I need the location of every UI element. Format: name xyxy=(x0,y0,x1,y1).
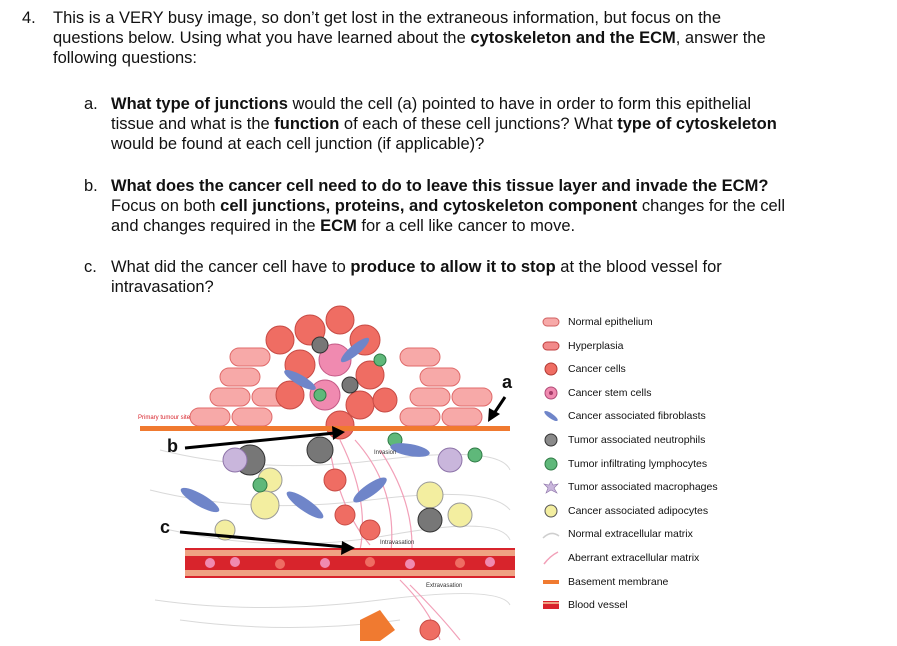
legend-item: Cancer associated adipocytes xyxy=(542,501,892,521)
lower-cells xyxy=(360,610,441,641)
label-c: c xyxy=(160,517,171,537)
macrophage-icon xyxy=(542,479,560,495)
legend-item: Basement membrane xyxy=(542,572,892,592)
question-line-1: This is a VERY busy image, so don’t get … xyxy=(53,9,722,27)
extravasation-label: Extravasation xyxy=(426,583,463,589)
tumor-microenvironment-figure: Primary tumour site Invasion Intravasati… xyxy=(138,300,520,641)
question-text: This is a VERY busy image, so don’t get … xyxy=(53,8,873,68)
legend-label: Hyperplasia xyxy=(568,339,624,352)
legend-label: Cancer associated fibroblasts xyxy=(568,410,706,423)
part-a-label: a. xyxy=(84,95,98,113)
tumour-mass xyxy=(265,305,398,440)
legend-item: Tumor associated macrophages xyxy=(542,477,892,497)
part-b-label: b. xyxy=(84,177,98,195)
legend-label: Cancer cells xyxy=(568,363,626,376)
fibroblast-icon xyxy=(542,408,560,424)
label-b: b xyxy=(167,436,178,456)
lymphocyte-icon xyxy=(542,456,560,472)
legend-label: Tumor associated macrophages xyxy=(568,481,718,494)
pointer-arrows xyxy=(179,396,507,555)
cancer-stem-cell-icon xyxy=(542,385,560,401)
legend-item: Cancer stem cells xyxy=(542,383,892,403)
question-line-2: questions below. Using what you have lea… xyxy=(53,29,766,47)
cancer-cell-icon xyxy=(542,361,560,377)
legend-label: Normal extracellular matrix xyxy=(568,528,693,541)
normal-ecm-icon xyxy=(542,526,560,542)
part-c-label: c. xyxy=(84,258,97,276)
legend-item: Normal epithelium xyxy=(542,312,892,332)
legend-item: Blood vessel xyxy=(542,595,892,615)
legend-item: Tumor infiltrating lymphocytes xyxy=(542,454,892,474)
hyperplasia-icon xyxy=(542,338,560,354)
primary-site-label: Primary tumour site xyxy=(138,415,191,421)
legend-item: Tumor associated neutrophils xyxy=(542,430,892,450)
legend-label: Aberrant extracellular matrix xyxy=(568,552,700,564)
normal-ecm xyxy=(149,449,511,628)
legend-item: Cancer cells xyxy=(542,359,892,379)
label-a: a xyxy=(502,372,513,392)
normal-epithelium-icon xyxy=(542,314,560,330)
intravasation-label: Intravasation xyxy=(380,540,415,546)
blood-vessel xyxy=(185,548,515,578)
legend-label: Cancer associated adipocytes xyxy=(568,504,709,517)
blood-vessel-icon xyxy=(542,597,560,613)
adipocyte-icon xyxy=(542,503,560,519)
stromal-cells xyxy=(180,432,483,541)
legend-label: Cancer stem cells xyxy=(568,386,652,399)
legend-label: Tumor associated neutrophils xyxy=(568,434,706,446)
basement-membrane-icon xyxy=(542,574,560,590)
legend-label: Blood vessel xyxy=(568,599,628,612)
aberrant-ecm-icon xyxy=(542,550,560,566)
legend-label: Normal epithelium xyxy=(568,316,653,328)
legend-item: Aberrant extracellular matrix xyxy=(542,548,892,568)
figure-illustration xyxy=(140,305,515,641)
legend-item: Cancer associated fibroblasts xyxy=(542,406,892,426)
legend-item: Hyperplasia xyxy=(542,336,892,356)
legend-item: Normal extracellular matrix xyxy=(542,524,892,544)
neutrophil-icon xyxy=(542,432,560,448)
basement-membrane xyxy=(140,426,510,431)
question-number: 4. xyxy=(22,9,36,27)
question-line-3: following questions: xyxy=(53,49,198,67)
invasion-label: Invasion xyxy=(374,450,397,456)
legend-label: Basement membrane xyxy=(568,575,669,588)
legend-label: Tumor infiltrating lymphocytes xyxy=(568,457,708,470)
